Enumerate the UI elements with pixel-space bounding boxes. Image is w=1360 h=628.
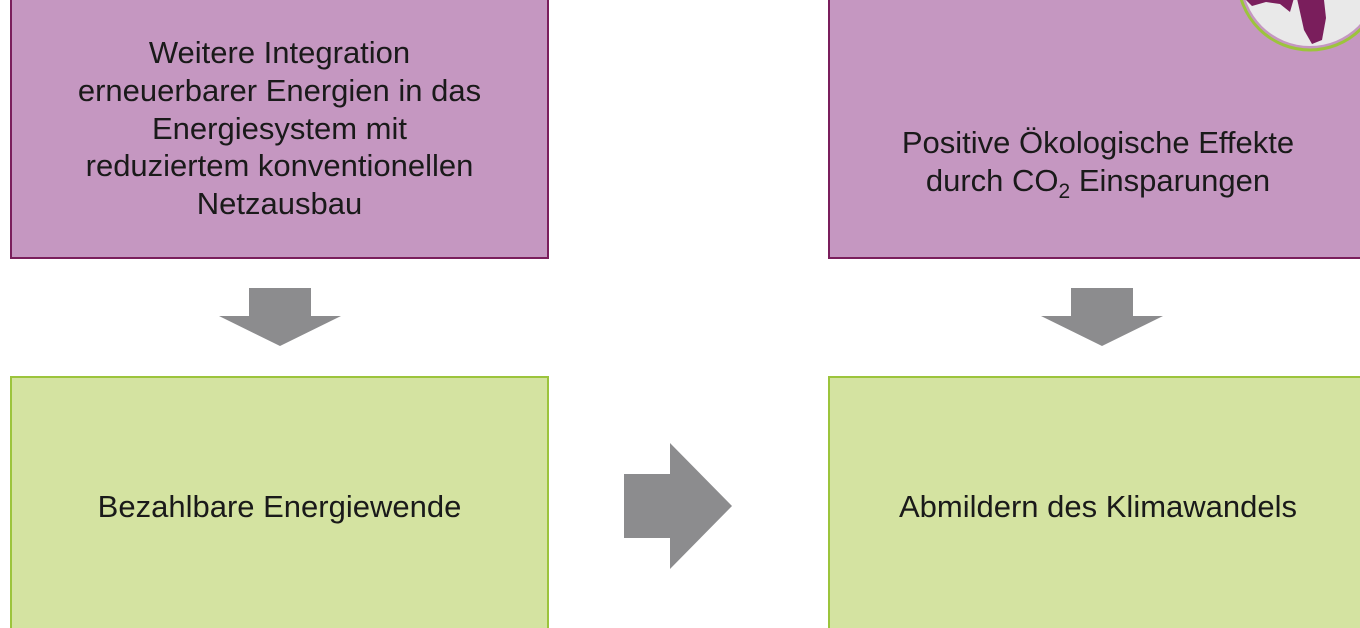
box-affordable-energy-transition-text: Bezahlbare Energiewende: [97, 489, 462, 525]
right-arrow-icon: [624, 443, 732, 569]
globe-icon: [1239, 0, 1360, 52]
box-climate-mitigation-text: Abmildern des Klimawandels: [898, 489, 1298, 525]
down-arrow-right-icon: [1041, 288, 1163, 346]
box-affordable-energy-transition: Bezahlbare Energiewende: [10, 376, 549, 628]
co2-subscript: 2: [1058, 180, 1071, 204]
box-climate-mitigation: Abmildern des Klimawandels: [828, 376, 1360, 628]
ecological-effects-line1: Positive Ökologische Effekte: [901, 125, 1295, 161]
co2-prefix: durch CO: [925, 163, 1059, 198]
box-renewable-integration-text: Weitere Integration erneuerbarer Energie…: [77, 34, 482, 222]
co2-suffix: Einsparungen: [1070, 163, 1271, 198]
box-renewable-integration: Weitere Integration erneuerbarer Energie…: [10, 0, 549, 259]
down-arrow-left-icon: [219, 288, 341, 346]
